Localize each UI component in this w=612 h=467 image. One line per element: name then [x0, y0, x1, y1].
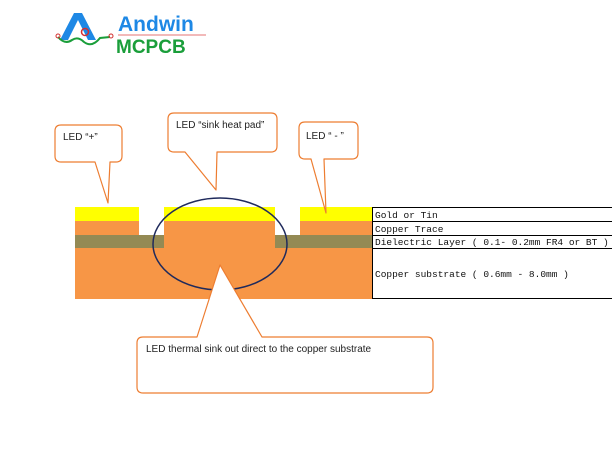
gold-center: [164, 207, 275, 221]
label-sink-pad: LED “sink heat pad”: [176, 120, 264, 131]
callout-led-minus: [298, 121, 359, 214]
dielectric-right: [274, 235, 372, 248]
legend-substrate: Copper substrate ( 0.6mm - 8.0mm ): [375, 269, 569, 280]
gold-right: [300, 207, 372, 221]
callout-led-plus: [54, 124, 123, 204]
label-led-minus: LED “ - ”: [306, 131, 344, 142]
label-thermal: LED thermal sink out direct to the coppe…: [146, 344, 372, 355]
andwin-logo: Andwin MCPCB: [55, 13, 206, 58]
copper-trace-right: [300, 221, 372, 235]
logo-name: Andwin: [118, 13, 194, 36]
legend-dielectric: Dielectric Layer ( 0.1- 0.2mm FR4 or BT …: [375, 237, 609, 248]
gold-left: [75, 207, 139, 221]
layer-legend: [372, 207, 612, 299]
legend-copper-trace: Copper Trace: [375, 224, 444, 235]
dielectric-left: [75, 235, 164, 248]
callout-thermal: [136, 264, 434, 394]
legend-gold: Gold or Tin: [375, 210, 438, 221]
callout-sink-pad: [167, 112, 278, 191]
logo-sub: MCPCB: [116, 37, 186, 58]
thermal-pad-copper: [164, 221, 275, 248]
copper-trace-left: [75, 221, 139, 235]
label-led-plus: LED “+”: [63, 132, 98, 143]
